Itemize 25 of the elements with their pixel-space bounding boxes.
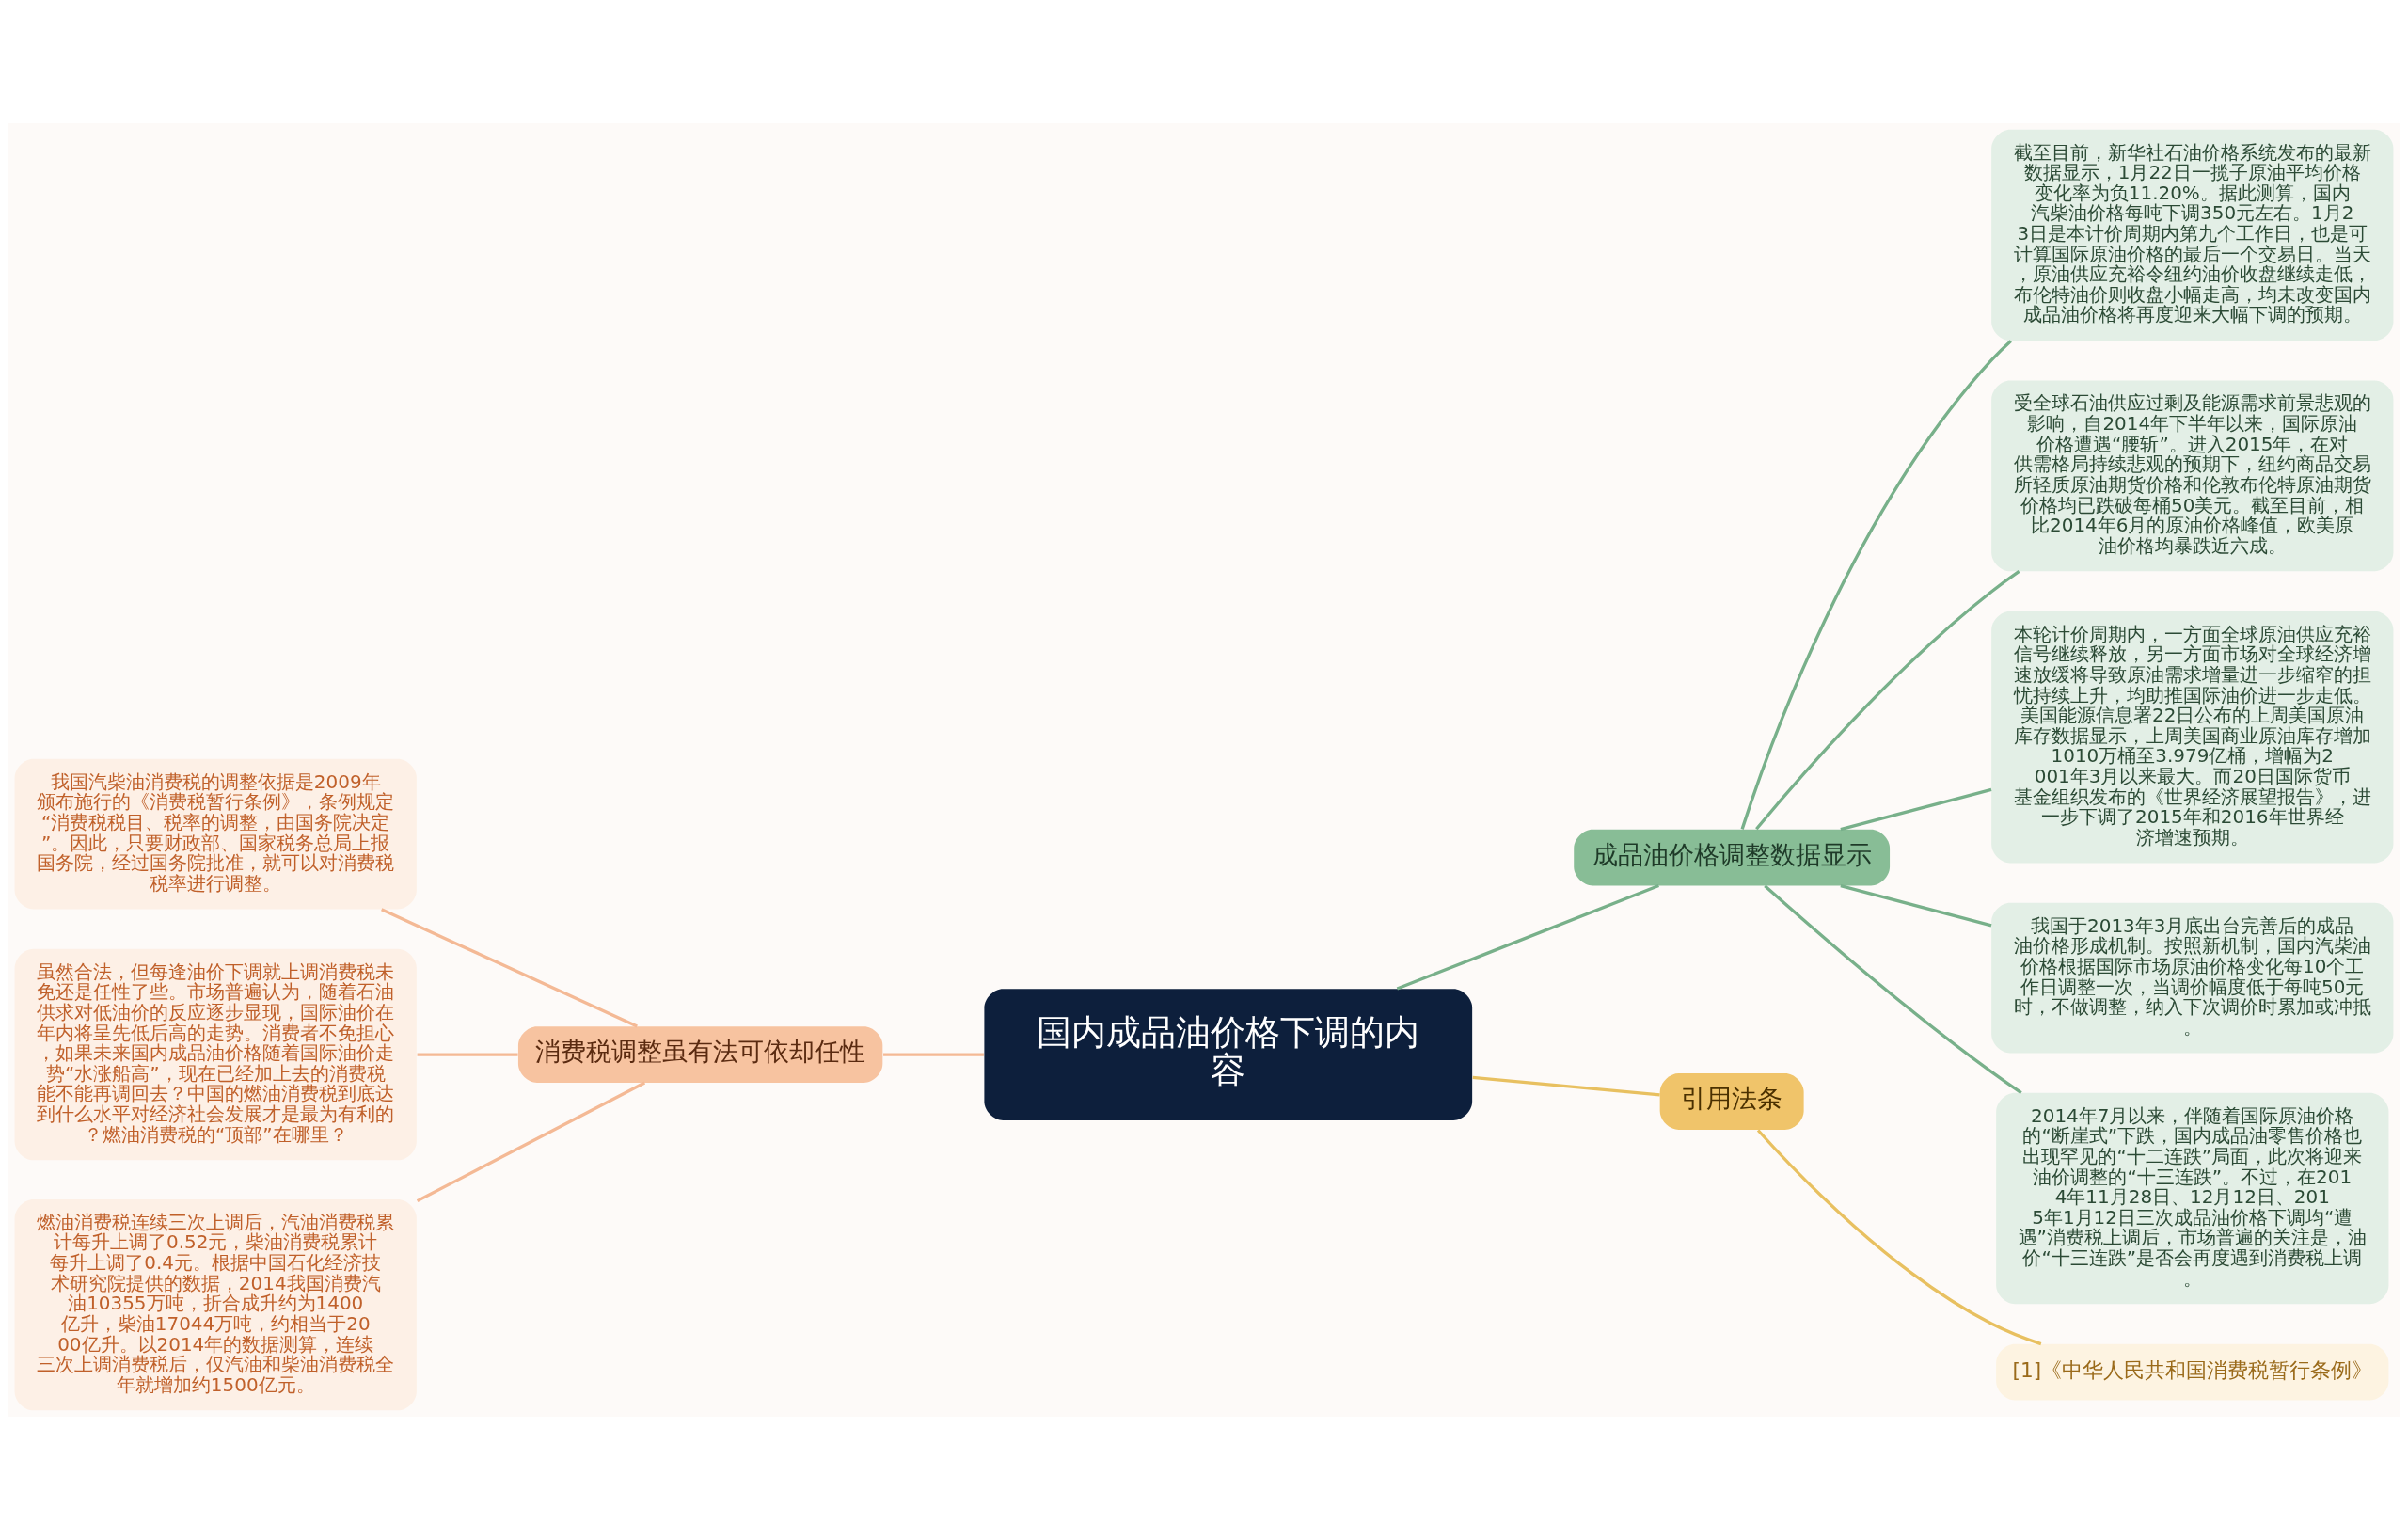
node-box: 燃油消费税连续三次上调后，汽油消费税累计每升上调了0.52元，柴油消费税累计每升上调了0.4元。根据中国石化经济技术研究院提供的数据，2014我国消费汽油10355万吨，折合成升约为1400亿升，柴油17044万吨，约相当于2000亿升。以2014年的数据测算，连续三次上调消费税后，仅汽油和柴油消费税全年就增加约1500亿元。 (14, 1198, 417, 1410)
connector (380, 907, 638, 1028)
node-box: 国内成品油价格下调的内容 (984, 988, 1473, 1120)
node-box: 我国于2013年3月底出台完善后的成品油价格形成机制。按照新机制，国内汽柴油价格根据国际市场原油价格变化每10个工作日调整一次，当调价幅度低于每吨50元时，不做调整，纳入下次调价时累加或冲抵。 (1991, 902, 2394, 1053)
node-box: [1]《中华人民共和国消费税暂行条例》 (1996, 1343, 2389, 1401)
node-box: 我国汽柴油消费税的调整依据是2009年颁布施行的《消费税暂行条例》，条例规定“消费税税目、税率的调整，由国务院决定”。因此，只要财政部、国家税务总局上报国务院，经过国务院批准，就可以对消费税税率进行调整。 (14, 758, 417, 909)
connector (1756, 1128, 2042, 1345)
node-box: 2014年7月以来，伴随着国际原油价格的“断崖式”下跌，国内成品油零售价格也出现罕见的“十二连跌”局面，此次将迎来油价调整的“十三连跌”。不过，在2014年11月28日、12月12日、2015年1月12日三次成品油价格下调均“遭遇”消费税上调后，市场普遍的关注是，油价“十三连跌”是否会再度遇到消费税上调。 (1996, 1092, 2389, 1304)
connector (417, 1052, 518, 1056)
node-box: 受全球石油供应过剩及能源需求前景悲观的影响，自2014年下半年以来，国际原油价格遭遇“腰斩”。进入2015年，在对供需格局持续悲观的预期下，纽约商品交易所轻质原油期货价格和伦敦布伦特原油期货价格均已跌破每桶50美元。截至目前，相比2014年6月的原油价格峰值，欧美原油价格均暴跌近六成。 (1991, 380, 2394, 571)
node-box: 引用法条 (1659, 1072, 1804, 1130)
node-box: 虽然合法，但每逢油价下调就上调消费税未免还是任性了些。市场普遍认为，随着石油供求对低油价的反应逐步显现，国际油价在年内将呈先低后高的走势。消费者不免担心，如果未来国内成品油价格随着国际油价走势“水涨船高”，现在已经加上去的消费税能不能再调回去？中国的燃油消费税到底达到什么水平对经济社会发展才是最为有利的？燃油消费税的“顶部”在哪里？ (14, 948, 417, 1160)
connector (883, 1052, 984, 1056)
node-box: 截至目前，新华社石油价格系统发布的最新数据显示，1月22日一揽子原油平均价格变化率为负11.20%。据此测算，国内汽柴油价格每吨下调350元左右。1月23日是本计价周期内第九个工作日，也是可计算国际原油价格的最后一个交易日。当天，原油供应充裕令纽约油价收盘继续走低，布伦特油价则收盘小幅走高，均未改变国内成品油价格将再度迎来大幅下调的预期。 (1991, 129, 2394, 341)
node-box: 消费税调整虽有法可依却任性 (517, 1025, 883, 1083)
connector (1764, 884, 2022, 1094)
connector (1740, 339, 2012, 830)
node-box: 本轮计价周期内，一方面全球原油供应充裕信号继续释放，另一方面市场对全球经济增速放缓将导致原油需求增量进一步缩窄的担忧持续上升，均助推国际油价进一步走低。美国能源信息署22日公布的上周美国原油库存数据显示，上周美国商业原油库存增加1010万桶至3.979亿桶，增幅为2001年3月以来最大。而20日国际货币基金组织发布的《世界经济展望报告》，进一步下调了2015年和2016年世界经济增速预期。 (1991, 611, 2394, 863)
connector (1396, 883, 1659, 991)
connector (1755, 569, 2020, 830)
node-box: 成品油价格调整数据显示 (1574, 829, 1891, 886)
connector (1472, 1075, 1660, 1097)
connector (1840, 883, 1992, 927)
connector (1840, 787, 1992, 831)
connector (416, 1081, 646, 1202)
